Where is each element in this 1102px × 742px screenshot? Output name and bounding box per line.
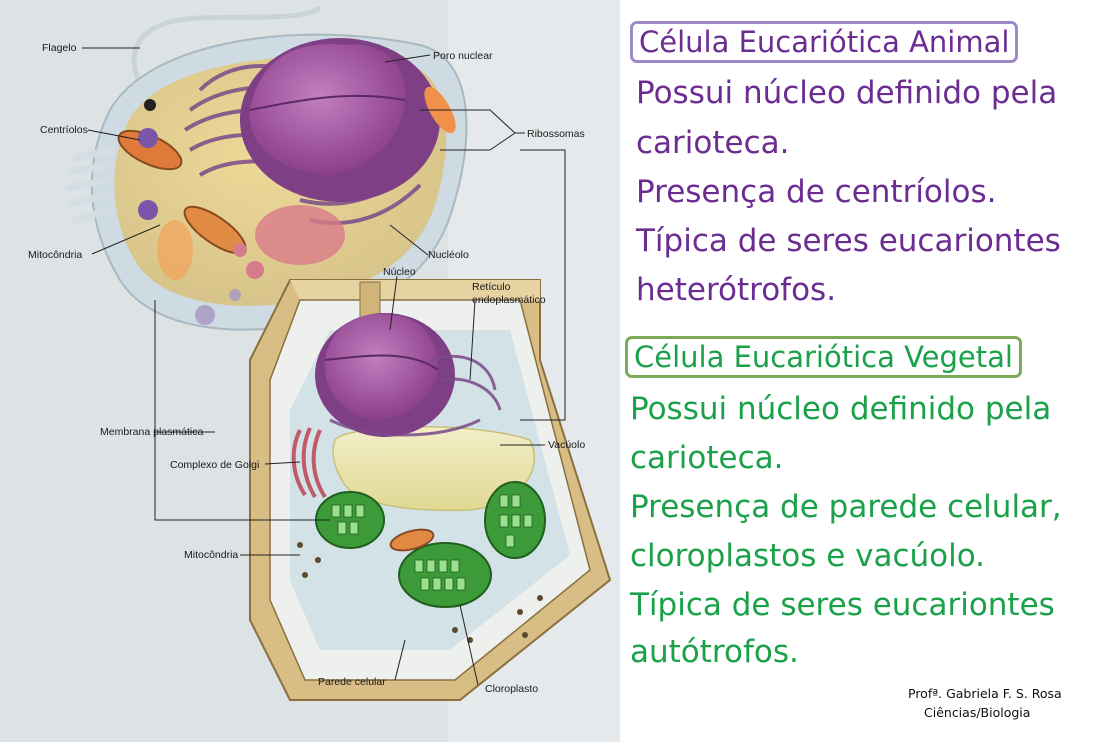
label-poro-nuclear: Poro nuclear [433, 50, 493, 62]
label-nucleo: Núcleo [383, 266, 416, 278]
plant-nucleus [324, 314, 439, 420]
plant-title: Célula Eucariótica Vegetal [625, 336, 1022, 378]
leader-lines [82, 47, 566, 686]
label-membrana: Membrana plasmática [100, 426, 203, 438]
label-centriolos: Centríolos [40, 124, 88, 136]
plant-line-4: cloroplastos e vacúolo. [630, 538, 986, 574]
animal-cell [64, 5, 468, 331]
credit-subject: Ciências/Biologia [924, 705, 1031, 720]
label-flagelo: Flagelo [42, 42, 77, 54]
plant-line-2: carioteca. [630, 440, 784, 476]
plant-line-6: autótrofos. [630, 634, 799, 670]
plant-mitochondrion [389, 528, 435, 552]
label-mitocondria-animal: Mitocôndria [28, 249, 82, 261]
centriole-2 [138, 200, 158, 220]
animal-nucleus [249, 44, 406, 176]
chloroplast-3 [398, 542, 492, 608]
cell-diagram: Flagelo Poro nuclear Centríolos Ribossom… [0, 0, 620, 742]
centriole-1 [138, 128, 158, 148]
microvilli [64, 146, 116, 224]
label-nucleolo: Nucléolo [428, 249, 469, 261]
plant-line-1: Possui núcleo definido pela [630, 391, 1052, 427]
animal-line-4: Típica de seres eucariontes [636, 223, 1061, 259]
plant-line-5: Típica de seres eucariontes [630, 587, 1055, 623]
basal-body [144, 99, 156, 111]
label-cloroplasto: Cloroplasto [485, 683, 538, 695]
label-parede: Parede celular [318, 676, 386, 688]
animal-title: Célula Eucariótica Animal [630, 21, 1019, 63]
plant-cell [249, 279, 612, 701]
animal-line-1: Possui núcleo definido pela [636, 75, 1058, 111]
label-mitocondria-vegetal: Mitocôndria [184, 549, 238, 561]
animal-line-2: carioteca. [636, 125, 790, 161]
label-golgi: Complexo de Golgi [170, 459, 259, 471]
animal-golgi [255, 205, 345, 265]
label-reticulo-1: Retículo [472, 281, 511, 293]
chloroplast-2 [484, 481, 546, 559]
animal-line-5: heterótrofos. [636, 272, 837, 308]
flagellum [131, 5, 322, 102]
animal-line-3: Presença de centríolos. [636, 174, 997, 210]
credit-author: Profª. Gabriela F. S. Rosa [908, 686, 1062, 701]
label-reticulo-2: endoplasmático [472, 294, 546, 306]
plant-line-3: Presença de parede celular, [630, 489, 1062, 525]
label-vacuolo: Vacúolo [548, 439, 585, 451]
label-ribossomas: Ribossomas [527, 128, 585, 140]
